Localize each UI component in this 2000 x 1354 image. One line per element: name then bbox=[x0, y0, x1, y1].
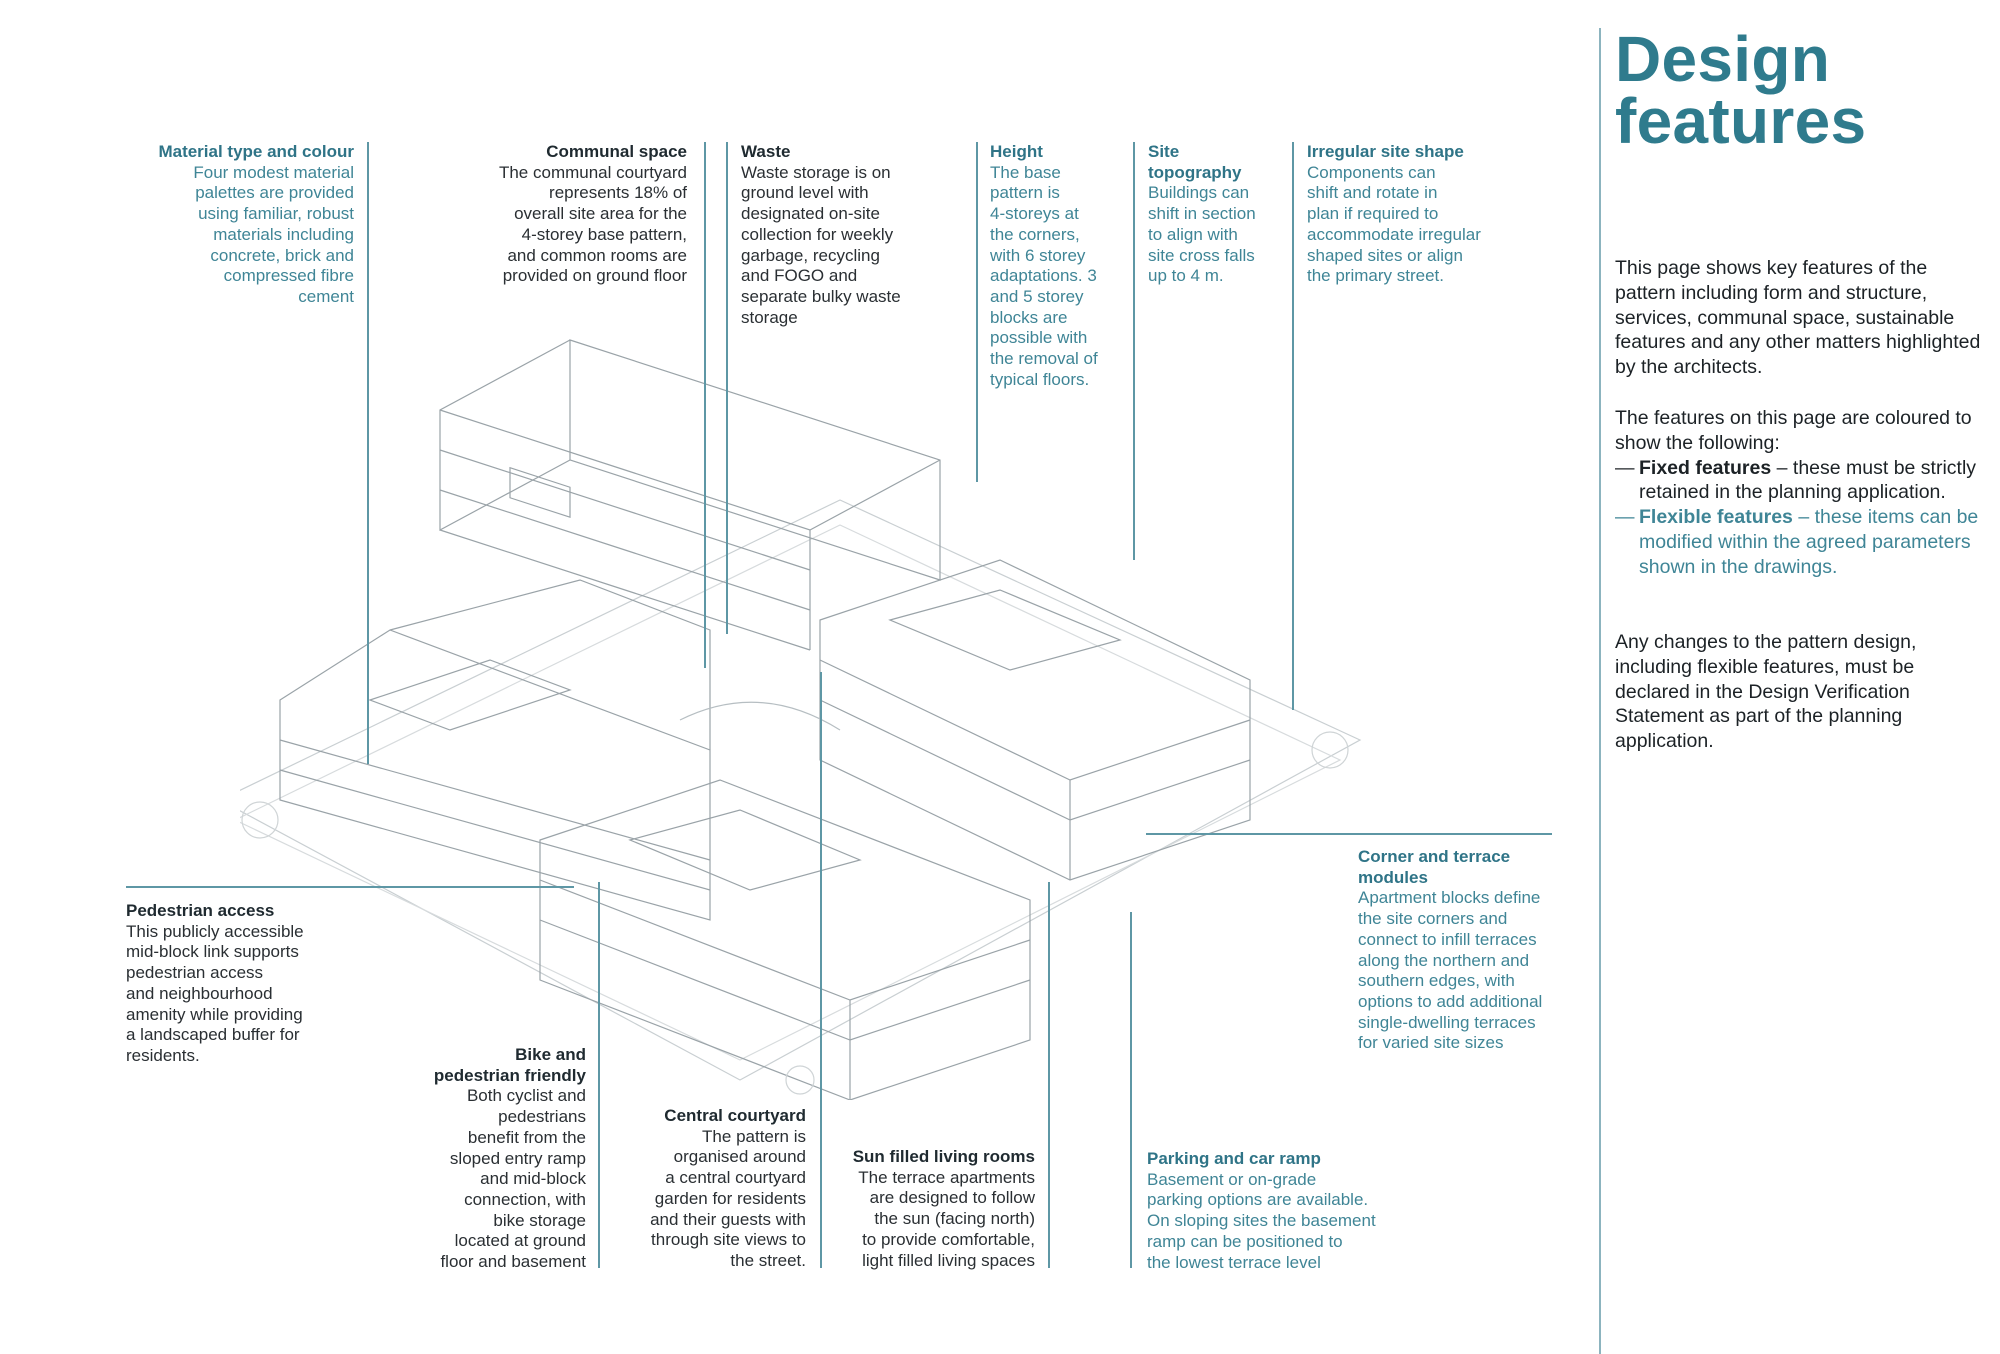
annotation-body: Basement or on-grade parking options are… bbox=[1147, 1169, 1376, 1272]
annotation-height: Height The base pattern is 4-storeys at … bbox=[990, 142, 1130, 390]
legend-label: Flexible features bbox=[1639, 506, 1793, 529]
legend-separator: – bbox=[1771, 456, 1793, 479]
annotation-title: Central courtyard bbox=[664, 1106, 806, 1125]
leader-corner bbox=[1146, 833, 1552, 835]
annotation-irregular: Irregular site shape Components can shif… bbox=[1307, 142, 1527, 287]
sidebar-divider bbox=[1599, 28, 1601, 1354]
annotation-body: The terrace apartments are designed to f… bbox=[858, 1167, 1035, 1270]
annotation-body: Both cyclist and pedestrians benefit fro… bbox=[440, 1086, 586, 1272]
annotation-parking: Parking and car ramp Basement or on-grad… bbox=[1147, 1149, 1407, 1273]
annotation-title: Sun filled living rooms bbox=[852, 1147, 1035, 1166]
annotation-body: The base pattern is 4-storeys at the cor… bbox=[990, 162, 1098, 389]
closing-paragraph: Any changes to the pattern design, inclu… bbox=[1615, 631, 1917, 753]
legend-dash: — bbox=[1615, 456, 1635, 479]
legend-description: these must be strictly retained in the p… bbox=[1639, 456, 1977, 504]
annotation-body: The communal courtyard represents 18% of… bbox=[498, 162, 687, 286]
leader-irregular bbox=[1292, 142, 1294, 710]
annotation-corner: Corner and terrace modules Apartment blo… bbox=[1358, 847, 1578, 1054]
annotation-body: Components can shift and rotate in plan … bbox=[1307, 162, 1481, 286]
page-title: Design features bbox=[1615, 23, 1867, 157]
annotation-communal: Communal space The communal courtyard re… bbox=[470, 142, 687, 287]
annotation-title: Communal space bbox=[546, 142, 687, 161]
annotation-title: Pedestrian access bbox=[126, 901, 275, 920]
annotation-title: Height bbox=[990, 142, 1043, 161]
leader-courtyard bbox=[820, 672, 822, 1268]
annotation-body: This publicly accessible mid-block link … bbox=[126, 921, 304, 1065]
legend-dash: — bbox=[1615, 506, 1635, 529]
annotation-body: Buildings can shift in section to align … bbox=[1148, 183, 1256, 286]
legend-item-fixed: — Fixed features – these must be strictl… bbox=[1615, 456, 1987, 506]
annotation-material: Material type and colour Four modest mat… bbox=[130, 142, 354, 308]
legend-separator: – bbox=[1792, 506, 1815, 529]
annotation-title: Site topography bbox=[1148, 142, 1242, 182]
annotation-title: Irregular site shape bbox=[1307, 142, 1464, 161]
leader-material bbox=[367, 142, 369, 764]
leader-communal bbox=[704, 142, 706, 668]
legend: The features on this page are coloured t… bbox=[1615, 406, 1987, 580]
annotation-body: Apartment blocks define the site corners… bbox=[1358, 888, 1543, 1053]
annotation-title: Corner and terrace modules bbox=[1358, 847, 1511, 887]
intro-paragraph: This page shows key features of the patt… bbox=[1615, 257, 1981, 379]
legend-item-flexible: — Flexible features – these items can be… bbox=[1615, 505, 1987, 579]
annotation-waste: Waste Waste storage is on ground level w… bbox=[741, 142, 941, 328]
annotation-title: Material type and colour bbox=[158, 142, 354, 161]
annotation-title: Waste bbox=[741, 142, 791, 161]
annotation-pedestrian: Pedestrian access This publicly accessib… bbox=[126, 901, 346, 1067]
annotation-title: Parking and car ramp bbox=[1147, 1149, 1321, 1168]
legend-label: Fixed features bbox=[1639, 456, 1772, 479]
annotation-courtyard: Central courtyard The pattern is organis… bbox=[618, 1106, 806, 1272]
leader-height bbox=[976, 142, 978, 482]
legend-description: these items can be modified within the a… bbox=[1639, 506, 1979, 578]
annotation-body: Waste storage is on ground level with de… bbox=[741, 162, 901, 327]
legend-intro: The features on this page are coloured t… bbox=[1615, 407, 1972, 454]
leader-pedestrian bbox=[126, 886, 574, 888]
annotation-body: Four modest material palettes are provid… bbox=[193, 162, 354, 306]
annotation-body: The pattern is organised around a centra… bbox=[650, 1126, 806, 1270]
annotation-bike: Bike and pedestrian friendly Both cyclis… bbox=[400, 1045, 586, 1273]
leader-sun bbox=[1048, 882, 1050, 1268]
leader-parking bbox=[1130, 912, 1132, 1268]
annotation-site-topography: Site topography Buildings can shift in s… bbox=[1148, 142, 1288, 287]
leader-waste bbox=[726, 142, 728, 634]
annotation-title: Bike and pedestrian friendly bbox=[433, 1045, 586, 1085]
annotation-sun: Sun filled living rooms The terrace apar… bbox=[830, 1147, 1035, 1271]
isometric-building-drawing bbox=[240, 339, 1362, 1100]
leader-bike bbox=[598, 882, 600, 1268]
legend-text: Fixed features – these must be strictly … bbox=[1639, 456, 1987, 506]
legend-text: Flexible features – these items can be m… bbox=[1639, 505, 1987, 579]
leader-site bbox=[1133, 142, 1135, 560]
